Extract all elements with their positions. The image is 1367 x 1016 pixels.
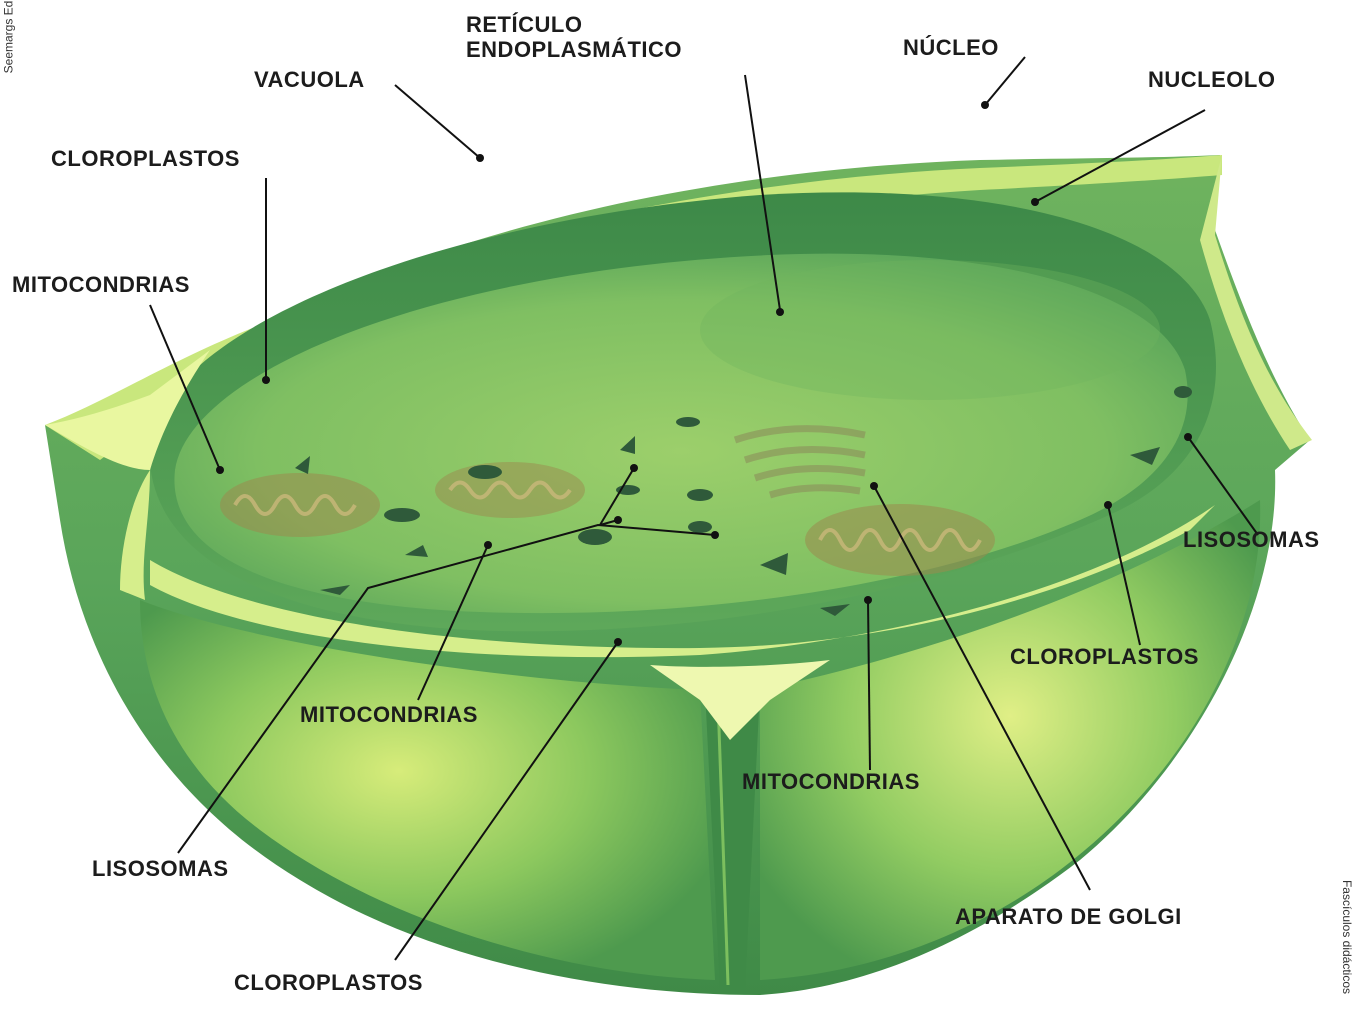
nucleus — [700, 260, 1160, 400]
label-vacuola: VACUOLA — [254, 67, 365, 92]
label-lisosomas-right: LISOSOMAS — [1183, 527, 1320, 552]
label-mitocondrias-center: MITOCONDRIAS — [300, 702, 478, 727]
credit-right: Fascículos didácticos — [1340, 880, 1354, 994]
label-cloroplastos-right: CLOROPLASTOS — [1010, 644, 1199, 669]
label-nucleo: NÚCLEO — [903, 35, 999, 60]
label-nucleolo: NUCLEOLO — [1148, 67, 1275, 92]
label-lisosomas-bottom-left: LISOSOMAS — [92, 856, 229, 881]
label-reticulo-endoplasmatico: RETÍCULO ENDOPLASMÁTICO — [466, 12, 682, 63]
credit-left: Seemargs Ed — [1, 1, 15, 74]
label-reticulo-line1: RETÍCULO — [466, 12, 682, 37]
label-cloroplastos-top-left: CLOROPLASTOS — [51, 146, 240, 171]
label-cloroplastos-bottom: CLOROPLASTOS — [234, 970, 423, 995]
label-aparato-de-golgi: APARATO DE GOLGI — [955, 904, 1182, 929]
label-mitocondrias-bottom-right: MITOCONDRIAS — [742, 769, 920, 794]
label-reticulo-line2: ENDOPLASMÁTICO — [466, 37, 682, 62]
label-mitocondrias-left: MITOCONDRIAS — [12, 272, 190, 297]
